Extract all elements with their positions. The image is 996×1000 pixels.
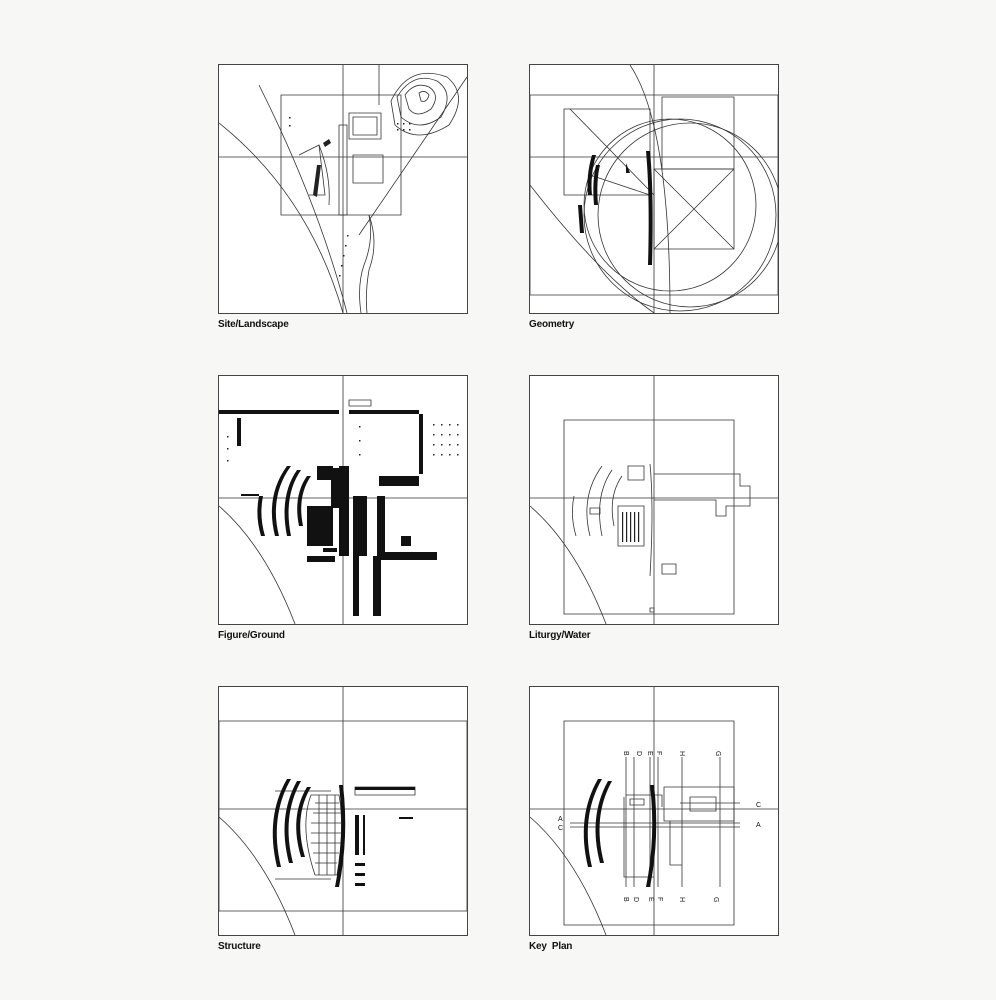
keyplan-bottom-label-e: E [647,897,654,902]
site-landscape-diagram [218,64,468,314]
structure-drawing [219,687,467,935]
keyplan-top-label-h: H [678,751,685,756]
caption-figure-ground: Figure/Ground [218,630,285,641]
keyplan-bottom-label-f: F [656,897,663,901]
key-plan-drawing: B D E F H G B D E F H G A C C A [530,687,778,935]
liturgy-water-diagram [529,375,779,625]
key-plan-diagram: B D E F H G B D E F H G A C C A [529,686,779,936]
keyplan-top-label-b: B [622,751,629,756]
caption-site-landscape: Site/Landscape [218,319,289,330]
structure-diagram [218,686,468,936]
caption-key-plan: Key Plan [529,941,573,952]
keyplan-bottom-label-h: H [678,897,685,902]
keyplan-top-label-g: G [714,751,721,756]
keyplan-left-label-a: A [558,816,563,823]
keyplan-top-label-d: D [635,751,642,756]
liturgy-water-drawing [530,376,778,624]
keyplan-top-label-f: F [655,751,662,755]
figure-ground-diagram [218,375,468,625]
geometry-diagram [529,64,779,314]
caption-geometry: Geometry [529,319,575,330]
caption-structure: Structure [218,941,261,952]
keyplan-left-label-c: C [558,825,563,832]
keyplan-right-label-c: C [756,802,761,809]
keyplan-bottom-label-g: G [712,897,719,902]
site-landscape-drawing [219,65,467,313]
figure-ground-drawing [219,376,467,624]
keyplan-top-label-e: E [646,751,653,756]
keyplan-right-label-a: A [756,822,761,829]
geometry-drawing [530,65,778,313]
keyplan-bottom-label-b: B [622,897,629,902]
keyplan-bottom-label-d: D [632,897,639,902]
caption-liturgy-water: Liturgy/Water [529,630,591,641]
